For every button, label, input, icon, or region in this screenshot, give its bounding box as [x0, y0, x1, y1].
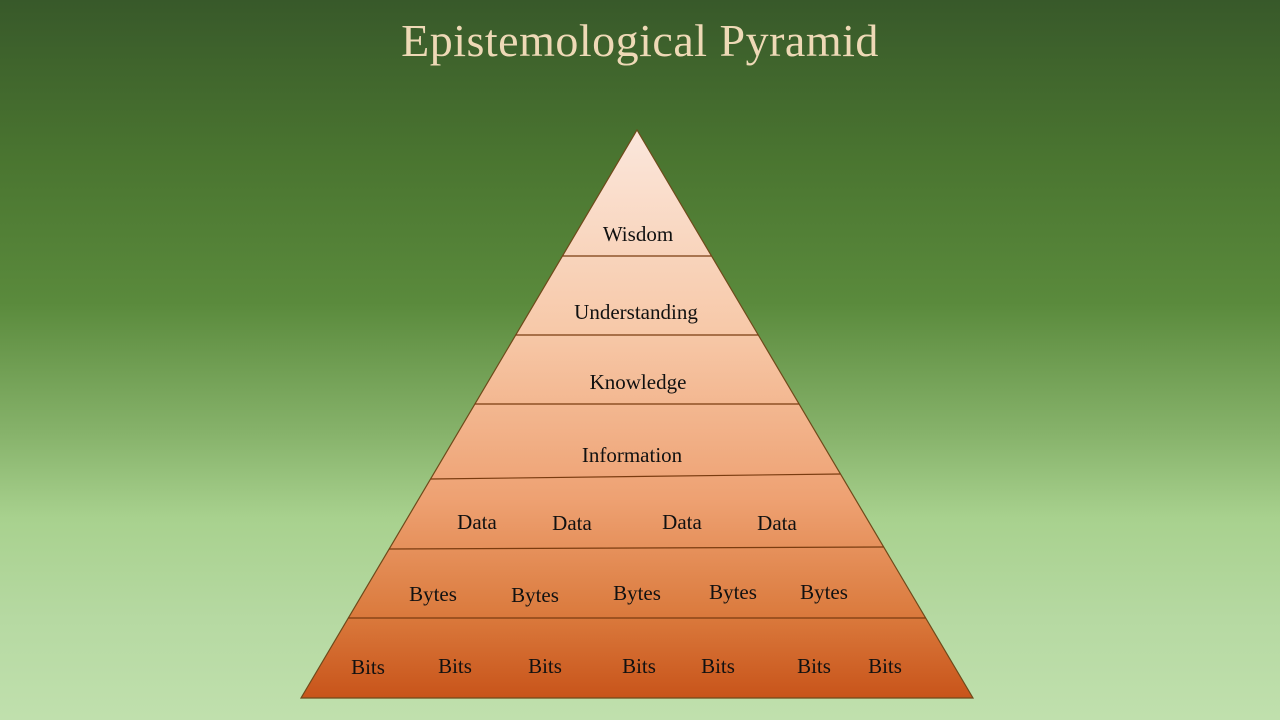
level-label-bytes: Bytes [409, 582, 457, 606]
level-label-bits: Bits [868, 654, 902, 678]
level-label-knowledge: Knowledge [590, 370, 687, 394]
level-label-bits: Bits [528, 654, 562, 678]
level-label-bits: Bits [622, 654, 656, 678]
level-label-bytes: Bytes [709, 580, 757, 604]
level-divider [389, 546, 884, 550]
level-label-bits: Bits [351, 655, 385, 679]
level-divider [430, 473, 841, 480]
level-label-wisdom: Wisdom [603, 222, 673, 246]
level-label-bits: Bits [438, 654, 472, 678]
level-label-data: Data [757, 511, 797, 535]
level-label-bits: Bits [701, 654, 735, 678]
level-label-data: Data [457, 510, 497, 534]
level-label-bytes: Bytes [613, 581, 661, 605]
level-label-bytes: Bytes [511, 583, 559, 607]
level-label-data: Data [552, 511, 592, 535]
level-label-bits: Bits [797, 654, 831, 678]
level-label-understanding: Understanding [574, 300, 698, 324]
level-label-data: Data [662, 510, 702, 534]
slide-title: Epistemological Pyramid [401, 15, 879, 66]
level-label-information: Information [582, 443, 683, 467]
pyramid-body [299, 128, 975, 699]
level-label-bytes: Bytes [800, 580, 848, 604]
